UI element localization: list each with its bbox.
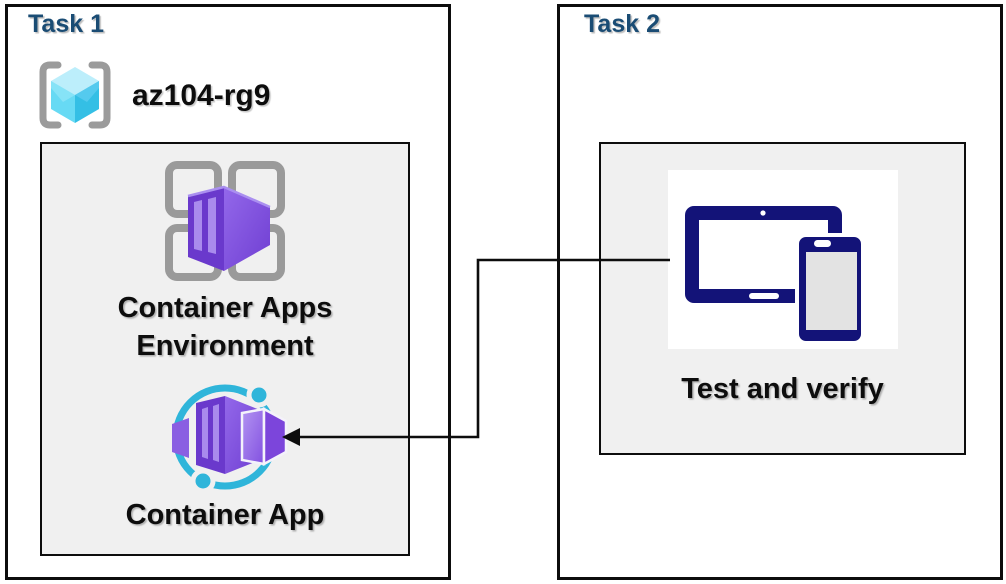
task2-title: Task 2 [584, 10, 660, 38]
container-apps-environment-box: Container Apps Environment [40, 142, 410, 556]
devices-icon [668, 206, 898, 353]
test-and-verify-label: Test and verify [681, 373, 884, 405]
devices-icon-plate [668, 170, 898, 349]
test-and-verify-box: Test and verify [599, 142, 966, 455]
container-app-icon [162, 375, 288, 506]
environment-label: Container Apps Environment [42, 289, 408, 365]
environment-label-line2: Environment [136, 330, 314, 362]
resource-group-icon [36, 60, 114, 135]
task1-title: Task 1 [28, 10, 104, 38]
container-app-label: Container App [125, 499, 325, 531]
container-apps-environment-icon [162, 158, 288, 289]
resource-group-name: az104-rg9 [132, 79, 271, 112]
environment-label-line1: Container Apps [117, 292, 333, 324]
